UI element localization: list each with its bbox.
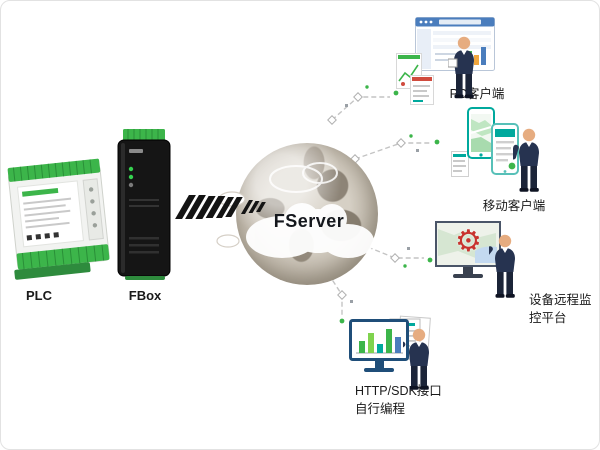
fserver-label: FServer [273, 211, 345, 231]
sdk-label-line2: 自行编程 [355, 402, 406, 417]
browser-window-icon [415, 17, 495, 71]
person-icon [448, 36, 474, 99]
person-icon [513, 128, 539, 192]
data-flow-arrow-icon [175, 193, 266, 221]
plc-label: PLC [26, 288, 52, 303]
monitor-map-icon [435, 221, 501, 278]
person-icon [489, 234, 515, 298]
platform-label-line1: 设备远程监 [529, 293, 592, 307]
fserver-cloud: FServer [216, 137, 396, 295]
chart-card-icon [396, 53, 422, 89]
mini-card-icon [451, 151, 469, 177]
monitor-chart-icon [349, 319, 409, 372]
person-icon [403, 328, 429, 390]
report-card-icon [410, 75, 434, 105]
mobile-client-label: 移动客户端 [482, 199, 546, 213]
plc-device-illustration [1, 148, 118, 289]
gear-icon: ⚙ [455, 225, 482, 258]
phone-map-icon [467, 107, 495, 159]
cloud-icon [216, 162, 374, 258]
fbox-device-illustration [113, 127, 175, 290]
platform-label-line2: 控平台 [529, 311, 567, 326]
platform-client-label: 设备远程监 控平台 [529, 291, 599, 327]
fbox-label: FBox [128, 288, 162, 303]
